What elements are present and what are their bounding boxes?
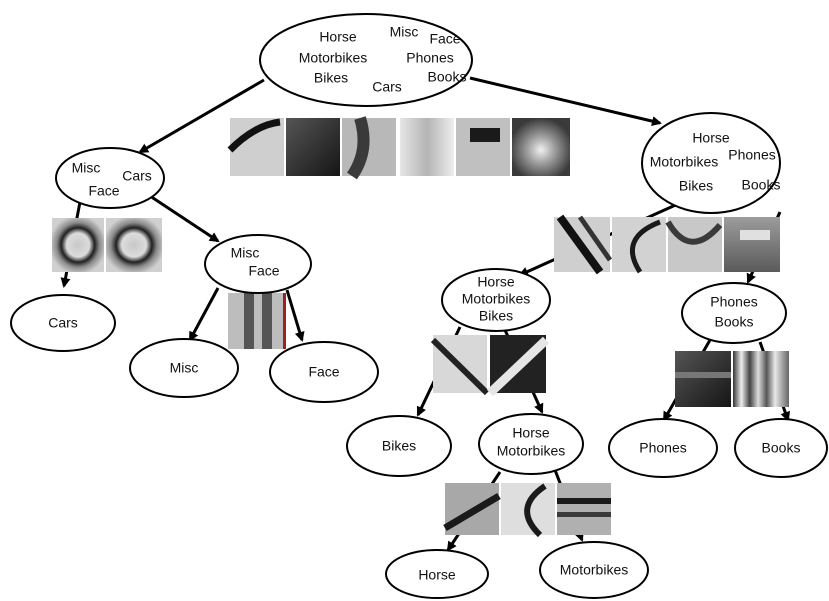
node-horse-leaf: Horse [385,549,489,599]
node-cars-leaf: Cars [10,294,116,352]
node-word: Horse [512,425,550,441]
edge-miscface-face [285,289,305,342]
patches-horse-motorbikes [443,483,611,538]
patches-left-mid [52,218,162,272]
node-ellipse [129,338,239,398]
patches-phones-books [675,351,789,407]
patch-image [52,218,104,272]
node-word: Phones [406,50,453,66]
node-word: Face [88,183,119,199]
node-horse-motorbikes: Horse Motorbikes [478,413,584,475]
patch-image [557,483,611,535]
node-word: Books [428,69,467,85]
node-word: Motorbikes [560,562,628,578]
node-bikes-leaf: Bikes [346,415,452,477]
patch-image [106,218,162,272]
node-word: Bikes [679,178,713,194]
node-ellipse [204,234,312,294]
node-ellipse [441,268,551,332]
node-word: Horse [692,130,730,146]
node-word: Books [762,440,801,456]
node-ellipse [55,147,165,209]
node-word: Cars [372,79,402,95]
node-word: Cars [48,315,78,331]
edge-miscface-misc [188,287,220,342]
node-word: Misc [231,245,260,261]
node-ellipse [385,549,489,599]
patch-image [486,335,550,397]
patch-image [724,217,780,272]
node-ellipse [478,413,584,475]
patch-image [227,118,284,176]
node-word: Horse [477,274,515,290]
node-word: Phones [728,147,775,163]
node-ellipse [10,294,116,352]
node-phones-books: Phones Books [681,282,787,344]
node-books-leaf: Books [734,418,828,478]
patch-image [733,351,789,407]
node-word: Motorbikes [462,291,530,307]
node-right-mid: Horse Motorbikes Phones Bikes Books [641,112,781,214]
patches-hmb [430,335,550,397]
patch-image [501,483,555,538]
patch-image [512,118,570,176]
patch-image [675,351,731,407]
node-word: Motorbikes [650,154,718,170]
node-word: Face [248,263,279,279]
node-word: Misc [170,360,199,376]
edge-leftmid-miscface [149,194,220,243]
node-ellipse [269,341,379,403]
patch-image [430,335,490,396]
patch-image [286,118,340,176]
node-root: Horse Misc Face Motorbikes Phones Bikes … [259,13,473,107]
node-word: Horse [418,567,456,583]
edge-root-left [138,78,265,154]
node-ellipse [681,282,787,344]
patch-image [612,217,666,274]
node-horse-motorbikes-bikes: Horse Motorbikes Bikes [441,268,551,332]
node-face-leaf: Face [269,341,379,403]
node-word: Motorbikes [299,50,367,66]
patch-image [456,118,510,176]
node-word: Bikes [479,308,513,324]
node-phones-leaf: Phones [608,418,718,478]
node-left-mid: Misc Cars Face [55,147,165,209]
patches-misc-face [228,293,286,349]
node-ellipse [346,415,452,477]
node-word: Books [715,314,754,330]
node-word: Misc [390,24,419,40]
node-word: Phones [639,440,686,456]
patches-right-mid [554,214,780,275]
node-word: Bikes [382,438,416,454]
node-word: Motorbikes [497,443,565,459]
node-word: Horse [319,29,357,45]
node-word: Bikes [314,70,348,86]
node-word: Phones [710,294,757,310]
node-word: Face [429,31,460,47]
node-motorbikes-leaf: Motorbikes [539,541,649,599]
patches-root [227,116,570,180]
node-ellipse [641,112,781,214]
patch-image [443,483,501,535]
patch-image [228,293,286,349]
node-misc-face: Misc Face [204,234,312,294]
node-word: Cars [122,168,152,184]
node-ellipse [259,13,473,107]
edge-root-right [469,76,662,127]
patch-image [554,214,613,275]
node-misc-leaf: Misc [129,338,239,398]
node-ellipse [734,418,828,478]
node-ellipse [608,418,718,478]
patch-image [342,116,396,180]
node-word: Face [308,364,339,380]
node-ellipse [539,541,649,599]
patch-image [665,217,723,272]
node-word: Misc [72,160,101,176]
node-word: Books [742,177,781,193]
patch-image [400,118,454,176]
